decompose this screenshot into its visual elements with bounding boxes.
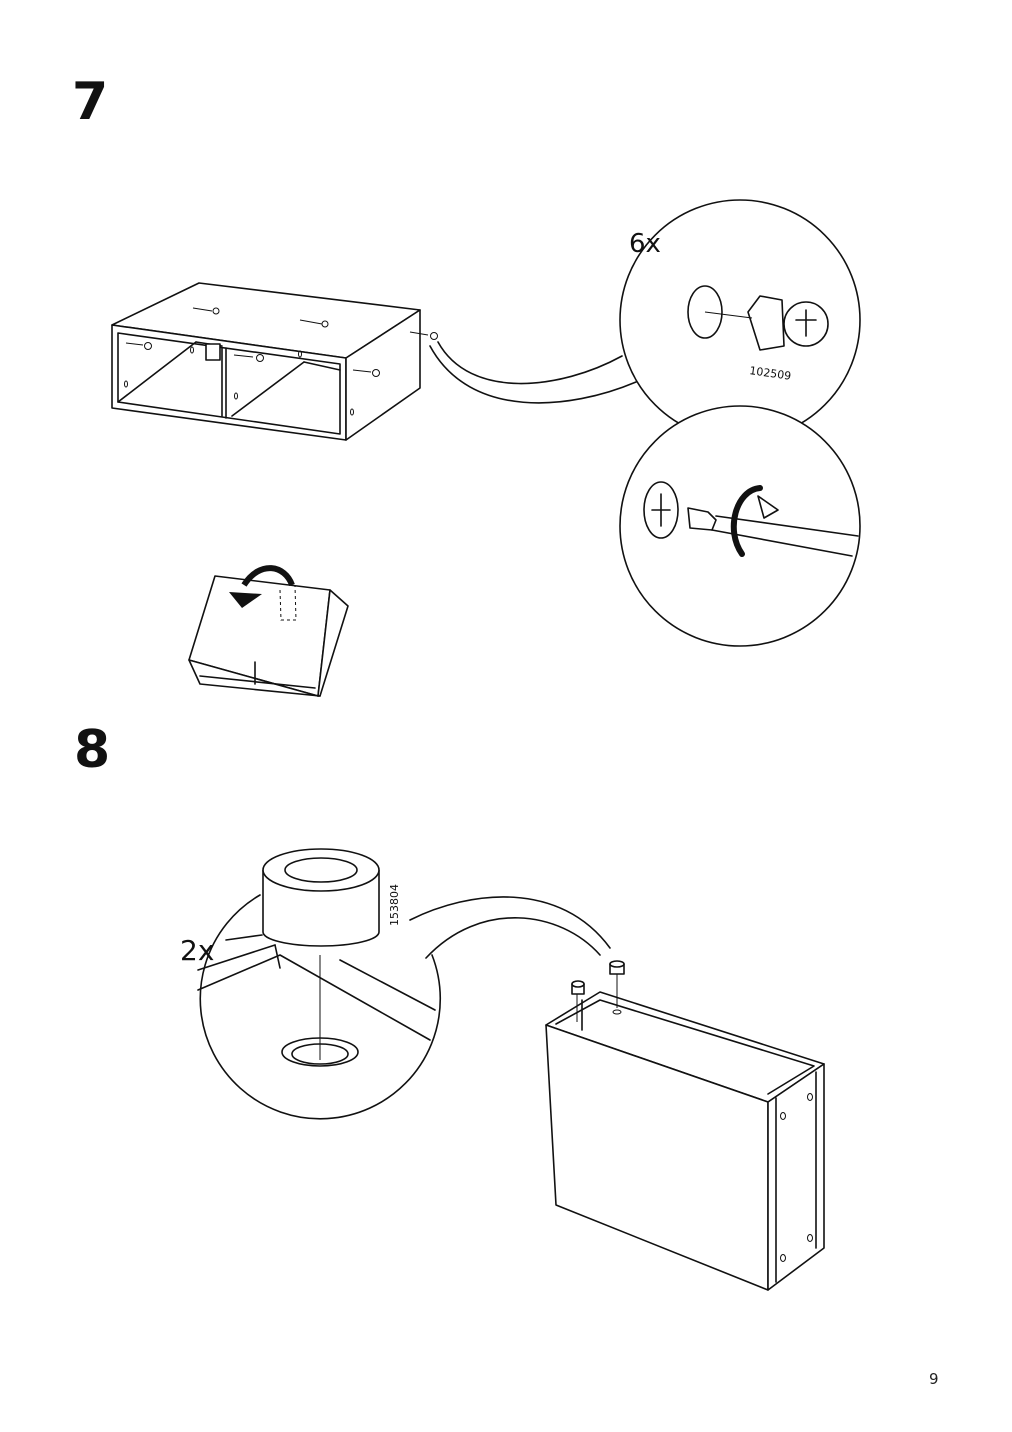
step-7-flip-illustration: [188, 565, 349, 697]
step-8-part-number: 153804: [388, 884, 401, 926]
step-8-detail-circle-foot: 2x 153804: [180, 848, 442, 1120]
step-8-detail-quantity: 2x: [180, 934, 214, 967]
step-7-cabinet-illustration: [111, 282, 438, 441]
page-number: 9: [929, 1370, 939, 1388]
step-7-detail-quantity: 6x: [629, 229, 661, 259]
step-8-cabinet-illustration: [545, 960, 825, 1291]
step-7-detail-circle-screwdriver: [619, 405, 861, 647]
step-7-part-number: 102509: [749, 364, 792, 383]
step-7-detail-circle-cam-lock: 6x 102509: [619, 199, 861, 441]
step-7-number: 7: [72, 72, 109, 132]
step-8-number: 8: [74, 720, 111, 780]
